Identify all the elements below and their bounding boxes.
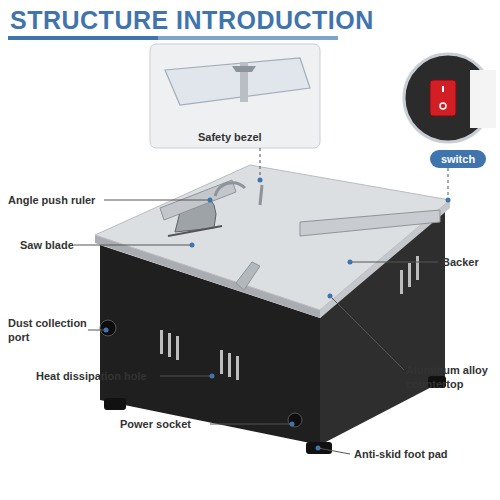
part-label: Angle push ruler — [8, 193, 104, 207]
part-label: Safety bezel — [198, 130, 288, 144]
switch-mark — [440, 103, 446, 109]
bezel-inset — [150, 44, 320, 148]
leader-dots — [104, 178, 451, 451]
switch-tag: switch — [430, 150, 486, 168]
bolt — [260, 185, 262, 205]
fence-clamp — [236, 262, 260, 290]
acrylic-guard — [165, 58, 310, 105]
leader-lines — [74, 148, 448, 454]
aluminum-top — [95, 165, 450, 310]
ruler-arc — [215, 183, 245, 196]
title-underline-accent — [8, 36, 158, 40]
page-title: STRUCTURE INTRODUCTION — [10, 6, 374, 35]
blade-slot — [168, 226, 222, 236]
dust-port — [100, 320, 116, 336]
part-label: Saw blade — [20, 238, 74, 252]
wing-nut — [232, 66, 256, 72]
part-label: Heat dissipation hole — [36, 369, 160, 383]
feet — [104, 376, 446, 454]
power-socket — [288, 413, 302, 427]
part-label: Backer — [442, 255, 498, 269]
part-label: Dust collection port — [8, 316, 88, 344]
part-label: Anti-skid foot pad — [354, 447, 474, 461]
switch-plate — [470, 70, 496, 128]
part-label: Aluminum alloy countertop — [406, 363, 496, 391]
red-switch — [430, 80, 456, 116]
switch-mark — [442, 86, 444, 92]
backer-fence — [300, 210, 440, 236]
part-label: Power socket — [120, 417, 210, 431]
title-underline — [8, 36, 338, 40]
